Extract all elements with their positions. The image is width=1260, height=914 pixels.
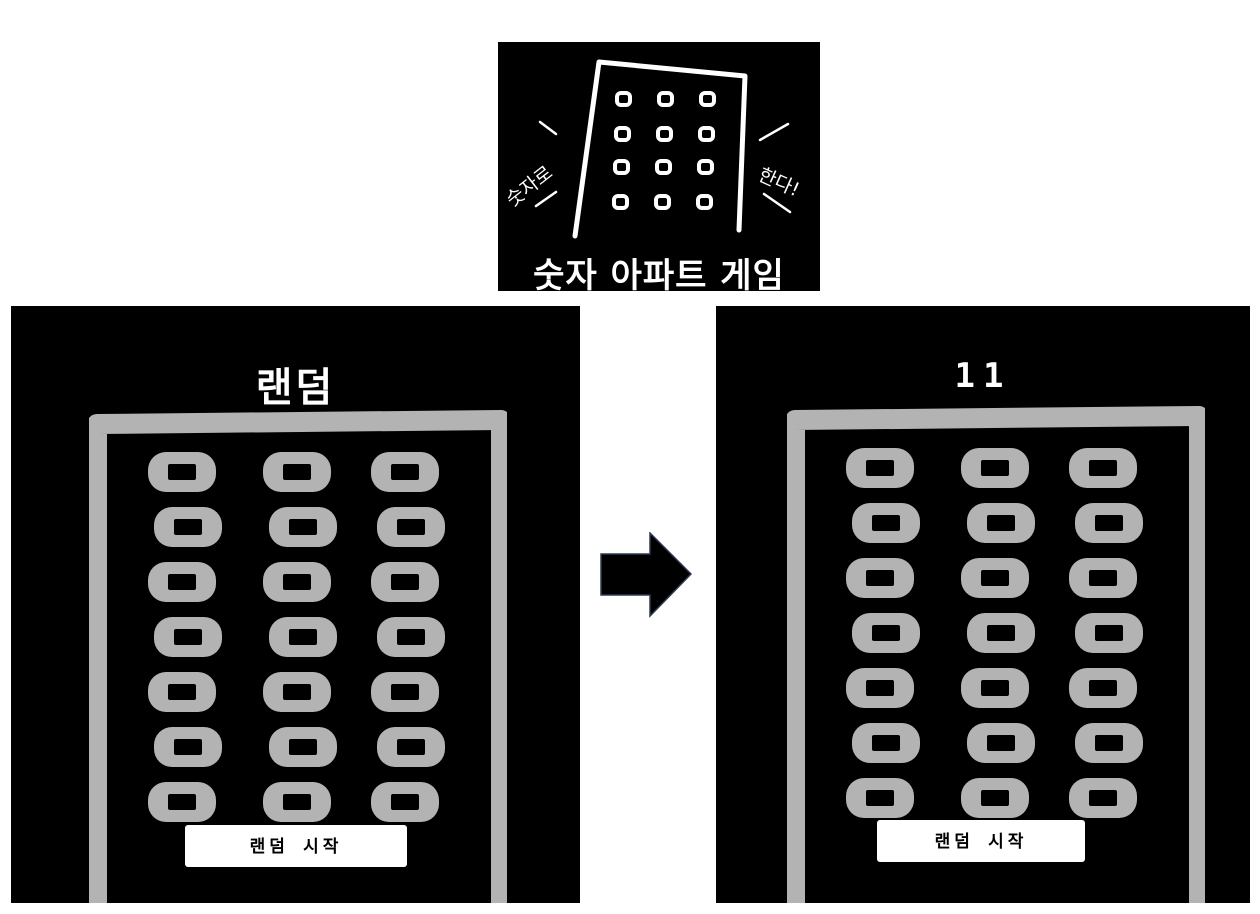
title-window xyxy=(698,126,715,142)
window xyxy=(961,668,1029,708)
window xyxy=(263,672,331,712)
title-window xyxy=(654,194,671,210)
random-start-button[interactable]: 랜덤 시작 xyxy=(185,825,407,867)
window xyxy=(961,778,1029,818)
window xyxy=(377,617,445,657)
window xyxy=(1069,778,1137,818)
title-window xyxy=(656,126,673,142)
apartment-building xyxy=(89,410,507,903)
title-window xyxy=(614,126,631,142)
apartment-building xyxy=(787,406,1205,903)
window xyxy=(269,507,337,547)
window xyxy=(371,452,439,492)
window xyxy=(269,727,337,767)
window xyxy=(154,617,222,657)
title-window xyxy=(612,194,629,210)
window xyxy=(846,668,914,708)
title-window xyxy=(657,91,674,107)
title-window xyxy=(615,91,632,107)
window xyxy=(377,727,445,767)
window xyxy=(846,558,914,598)
title-window xyxy=(696,194,713,210)
game-title: 숫자 아파트 게임 xyxy=(533,256,785,296)
window xyxy=(263,452,331,492)
right-arrow-icon xyxy=(600,532,693,618)
screen-heading: 랜덤 xyxy=(255,365,336,411)
game-screen-before: 랜덤 랜덤 시작 xyxy=(11,306,580,903)
window xyxy=(371,782,439,822)
window xyxy=(269,617,337,657)
window xyxy=(967,503,1035,543)
window xyxy=(852,613,920,653)
random-number-display: 11 xyxy=(954,356,1012,396)
window xyxy=(148,562,216,602)
title-window xyxy=(613,159,630,175)
title-building-icon xyxy=(534,59,792,239)
title-window xyxy=(655,159,672,175)
window xyxy=(263,782,331,822)
window xyxy=(1075,503,1143,543)
window xyxy=(846,778,914,818)
title-window xyxy=(697,159,714,175)
window xyxy=(1075,723,1143,763)
window xyxy=(852,503,920,543)
window xyxy=(852,723,920,763)
window xyxy=(1075,613,1143,653)
window xyxy=(263,562,331,602)
title-window xyxy=(699,91,716,107)
window xyxy=(148,782,216,822)
window xyxy=(154,727,222,767)
window xyxy=(1069,558,1137,598)
window xyxy=(377,507,445,547)
window xyxy=(846,448,914,488)
window xyxy=(961,558,1029,598)
game-screen-after: 11 랜덤 시작 xyxy=(716,306,1250,903)
building-frame xyxy=(787,406,1205,903)
window xyxy=(967,723,1035,763)
window xyxy=(1069,668,1137,708)
window xyxy=(148,672,216,712)
window xyxy=(371,562,439,602)
window xyxy=(1069,448,1137,488)
window xyxy=(154,507,222,547)
window xyxy=(148,452,216,492)
window xyxy=(961,448,1029,488)
random-start-button[interactable]: 랜덤 시작 xyxy=(877,820,1085,862)
building-frame xyxy=(89,410,507,903)
title-card: 숫자로 한다! 숫자 아파트 게임 xyxy=(498,42,820,296)
window xyxy=(967,613,1035,653)
window xyxy=(371,672,439,712)
